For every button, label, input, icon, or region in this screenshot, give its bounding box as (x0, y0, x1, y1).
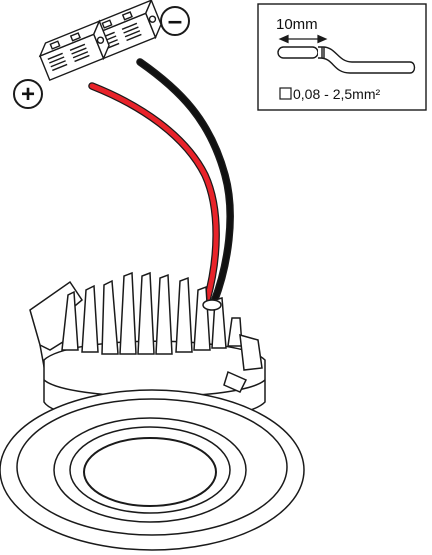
strip-length-arrow (278, 34, 328, 44)
wire-section-label: 0,08 - 2,5mm² (293, 86, 380, 102)
positive-symbol-badge: + (13, 79, 43, 109)
stripped-wire-icon (277, 46, 416, 74)
trim-ring-inner (16, 398, 288, 536)
strip-length-label: 10mm (276, 16, 318, 33)
svg-text:–: – (168, 5, 182, 35)
downlight-fixture (0, 271, 305, 551)
cable-gland (202, 299, 222, 311)
negative-symbol-badge: – (160, 5, 190, 36)
supply-wires (88, 58, 234, 306)
lens (83, 437, 217, 507)
wire-spec-legend: 10mm 0,08 - 2,5mm² (257, 3, 427, 111)
plus-icon (13, 79, 43, 109)
svg-text:+: + (21, 81, 35, 108)
minus-icon (160, 6, 190, 36)
positive-terminal-connector (38, 19, 110, 82)
heat-sink (61, 271, 243, 355)
square-symbol-icon (279, 87, 292, 100)
